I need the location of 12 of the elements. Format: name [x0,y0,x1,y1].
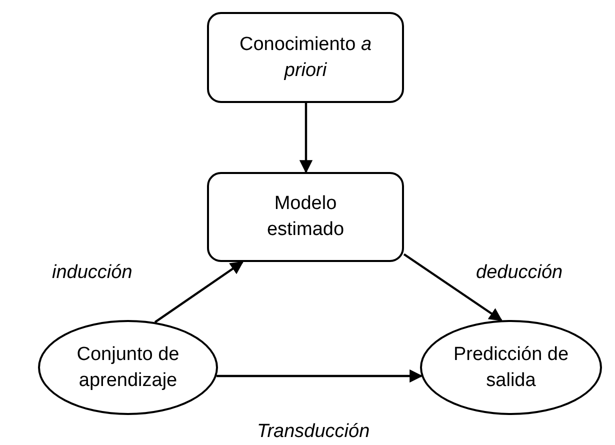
arrow [299,103,313,174]
node-label: Predicción de salida [452,342,570,392]
arrow [216,369,423,383]
node-label: Conjunto de aprendizaje [76,342,180,392]
edge-label: inducción [52,262,132,284]
arrow [403,253,502,322]
node-label: Conocimiento a priori [238,32,373,82]
process-box [207,12,404,103]
edge-label: Transducción [257,421,370,443]
node-label: Modelo estimado [266,192,346,242]
process-box [207,172,404,262]
edge-label: deducción [476,262,563,284]
